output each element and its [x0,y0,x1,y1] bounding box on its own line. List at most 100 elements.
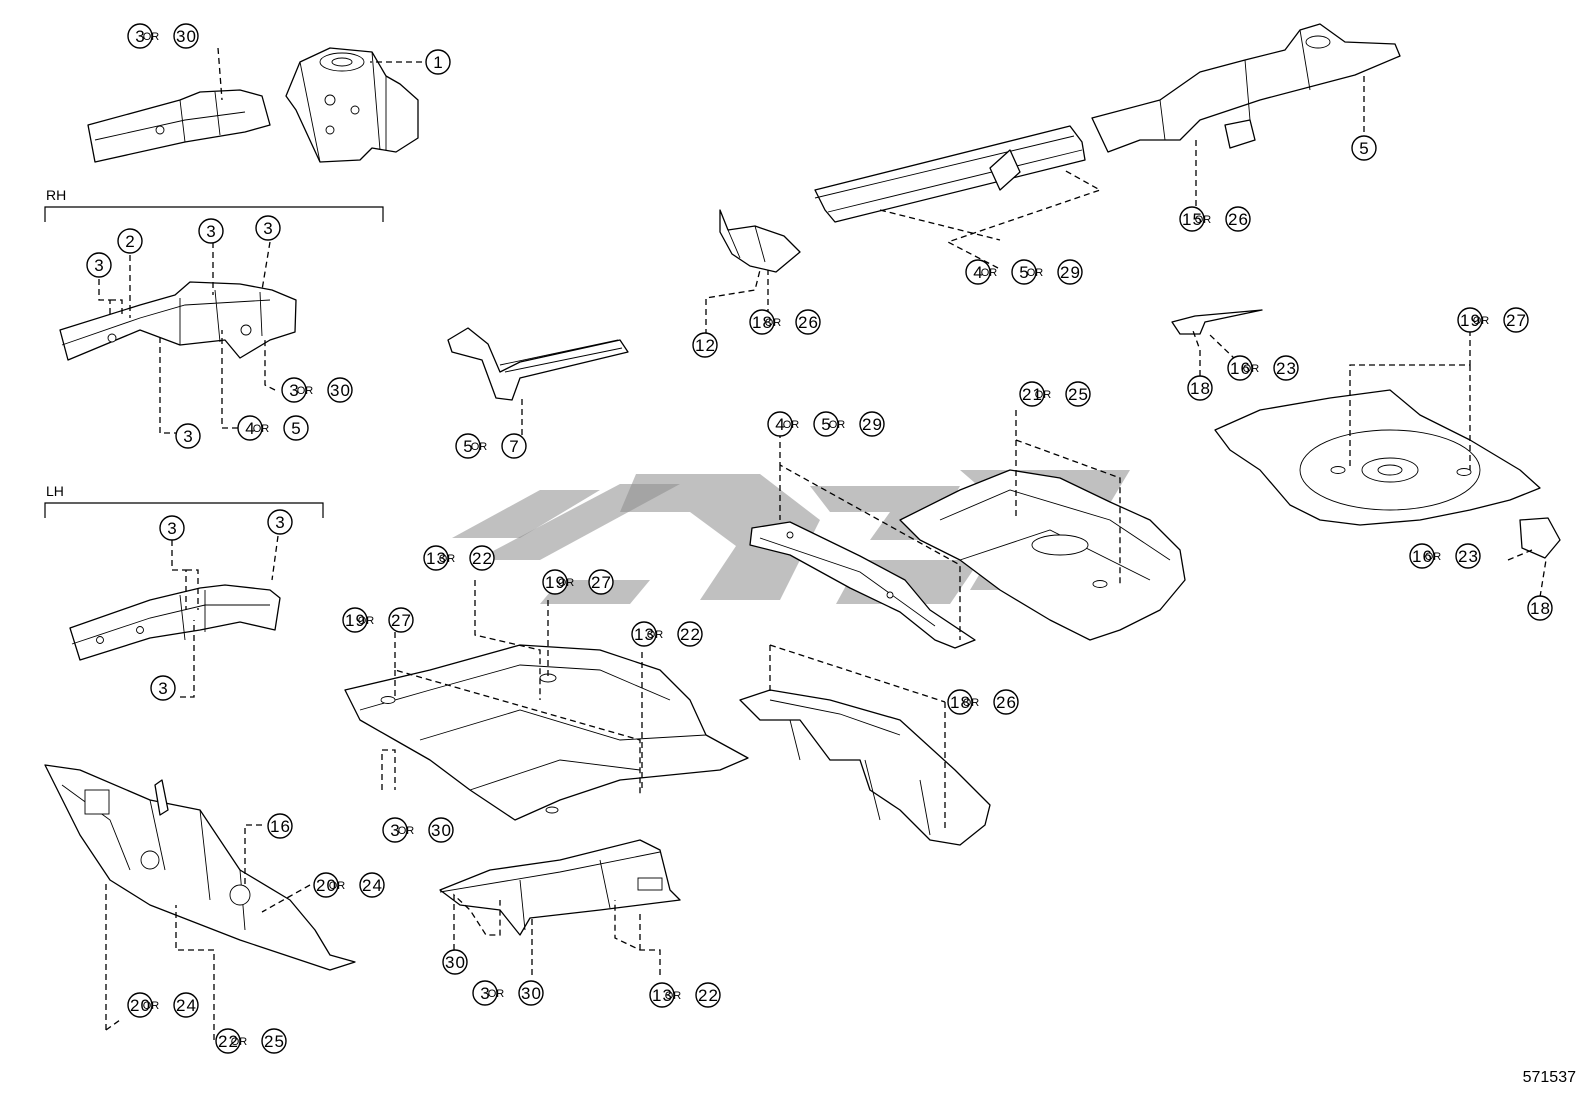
callout-circle [588,569,614,595]
callout-circle [117,228,143,254]
callout-part-18: 18 [1187,375,1213,401]
callout-number: 20 [316,876,336,895]
callout-or-text: OR [398,825,415,837]
callout-number: 19 [345,611,365,630]
callout-or-text: OR [1027,267,1044,279]
callout-number: 30 [176,27,196,46]
callout-circle [215,1028,241,1054]
callout-circle [198,218,224,244]
callout-number: 29 [862,415,882,434]
front-floor-crossmember [439,839,681,936]
callout-circle [1527,595,1553,621]
callout-part-3: 3 [150,675,176,701]
callout-number: 18 [950,693,970,712]
rear-floor-side-panel [739,689,991,846]
callout-circle [1273,355,1299,381]
callout-number: 3 [167,519,176,538]
callout-or-text: OR [358,615,375,627]
callout-or-text: OR [1425,551,1442,563]
callout-circle [649,982,675,1008]
callout-circle [382,817,408,843]
callout-circle [1019,381,1045,407]
rear-floor-pan [899,469,1186,641]
callout-circle [175,423,201,449]
callout-part-5: 5 [1351,135,1377,161]
callout-circle [267,813,293,839]
callout-circle [542,569,568,595]
callout-circle [327,377,353,403]
spare-tire-pan [1214,389,1541,526]
callout-number: 30 [330,381,350,400]
callout-or-text: OR [783,419,800,431]
callout-circle [1457,307,1483,333]
callout-circle [425,49,451,75]
callout-number: 22 [472,549,492,568]
callout-part-3: 3 [198,218,224,244]
center-floor-member [749,521,976,649]
callout-number: 1 [433,53,442,72]
callout-circle [86,252,112,278]
callout-part-3: 3 [175,423,201,449]
callout-number: 3 [158,679,167,698]
callout-or-text: OR [1035,389,1052,401]
callout-number: 13 [634,625,654,644]
callout-number: 25 [1068,385,1088,404]
callout-circle [518,980,544,1006]
callout-circle [127,23,153,49]
callout-number: 4 [775,415,784,434]
callout-circle [1065,381,1091,407]
callout-circle [813,411,839,437]
callout-or-text: OR [439,553,456,565]
callout-number: 16 [1230,359,1250,378]
callout-circle [965,259,991,285]
callout-number: 13 [652,986,672,1005]
callout-circle [1455,543,1481,569]
callout-circle [749,309,775,335]
suspension-tower [285,47,419,163]
callout-circle [1057,259,1083,285]
callout-number: 3 [94,256,103,275]
callout-or-text: OR [981,267,998,279]
callout-or-text: OR [665,990,682,1002]
callout-number: 18 [1190,379,1210,398]
callout-number: 5 [1359,139,1368,158]
callout-number: 5 [463,437,472,456]
callout-circle [1187,375,1213,401]
callout-circle [859,411,885,437]
callout-number: 26 [798,313,818,332]
diagram-id: 571537 [1522,1069,1576,1086]
callout-circle [677,621,703,647]
rh-bracket [44,206,384,222]
front-side-member-extension [87,89,271,163]
callout-circle [388,607,414,633]
callout-number: 7 [509,437,518,456]
callout-number: 22 [698,986,718,1005]
callout-or-text: OR [231,1036,248,1048]
callout-circle [237,415,263,441]
front-floor-pan [344,644,749,821]
callout-or-text: OR [253,423,270,435]
rh-label: RH [46,187,66,203]
callout-circle [469,545,495,571]
callout-number: 3 [135,27,144,46]
callout-number: 19 [1460,311,1480,330]
callout-number: 24 [176,996,196,1015]
callout-circle [428,817,454,843]
callout-or-text: OR [1473,315,1490,327]
rear-bracket-lower [1519,517,1561,559]
callout-circle [501,433,527,459]
callout-part-16: 16 [267,813,293,839]
callout-circle [127,992,153,1018]
callout-number: 23 [1458,547,1478,566]
callout-or-text: OR [488,988,505,1000]
callout-or-text: OR [1195,214,1212,226]
callout-circle [267,509,293,535]
callout-circle [423,545,449,571]
callout-part-3: 3 [159,515,185,541]
